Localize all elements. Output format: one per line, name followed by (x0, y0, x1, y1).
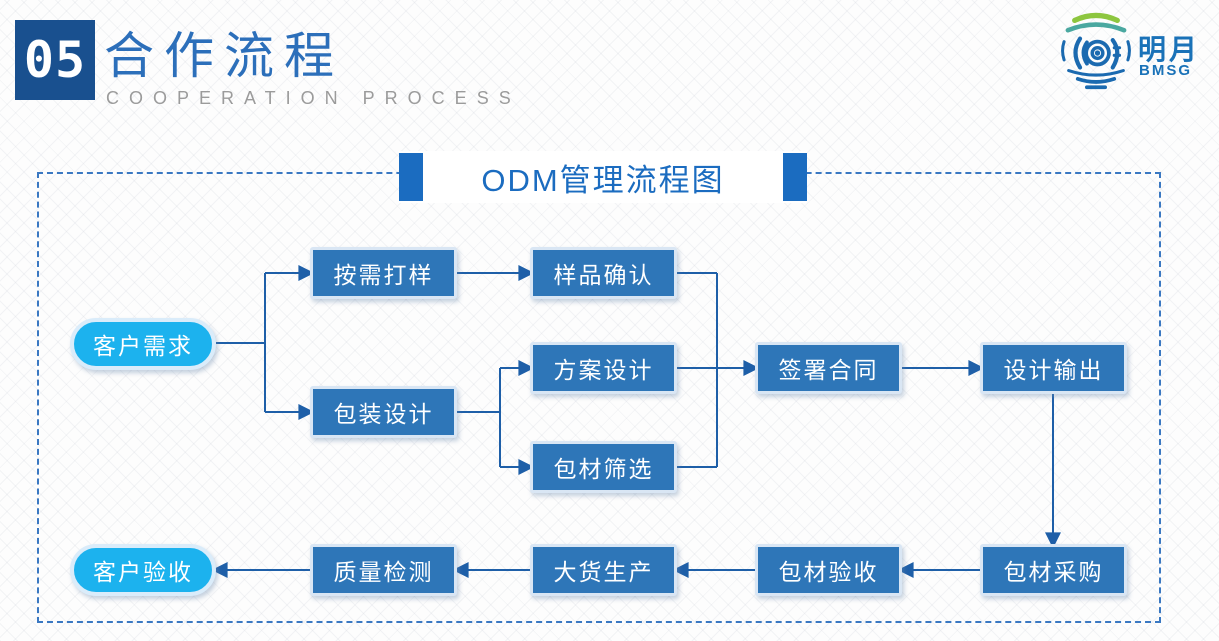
page-title: 合作流程 (104, 28, 344, 84)
title-bar-left (399, 153, 423, 201)
diagram-title: ODM管理流程图 (481, 162, 725, 198)
page-subtitle: COOPERATION PROCESS (106, 88, 521, 108)
flow-node-material-acceptance: 包材验收 (755, 544, 902, 596)
flow-node-sample-confirmation: 样品确认 (530, 247, 677, 299)
flow-node-customer-demand: 客户需求 (70, 318, 216, 370)
company-logo: 明月 BMSG (1058, 6, 1213, 96)
company-logo-icon (1061, 12, 1131, 90)
logo-subtext: BMSG (1139, 62, 1192, 79)
flow-node-customer-acceptance: 客户验收 (70, 544, 216, 596)
logo-text: 明月 (1138, 34, 1201, 65)
flow-node-material-screening: 包材筛选 (530, 441, 677, 493)
flow-node-packaging-design: 包装设计 (310, 386, 457, 438)
flow-node-material-procurement: 包材采购 (980, 544, 1127, 596)
flow-node-quality-inspection: 质量检测 (310, 544, 457, 596)
flow-node-sample-on-demand: 按需打样 (310, 247, 457, 299)
flow-node-scheme-design: 方案设计 (530, 342, 677, 394)
flow-node-bulk-production: 大货生产 (530, 544, 677, 596)
section-number-badge: 05 (15, 20, 95, 100)
flow-node-contract-signing: 签署合同 (755, 342, 902, 394)
flow-node-design-output: 设计输出 (980, 342, 1127, 394)
diagram-title-band: ODM管理流程图 (399, 151, 807, 203)
title-bar-right (783, 153, 807, 201)
